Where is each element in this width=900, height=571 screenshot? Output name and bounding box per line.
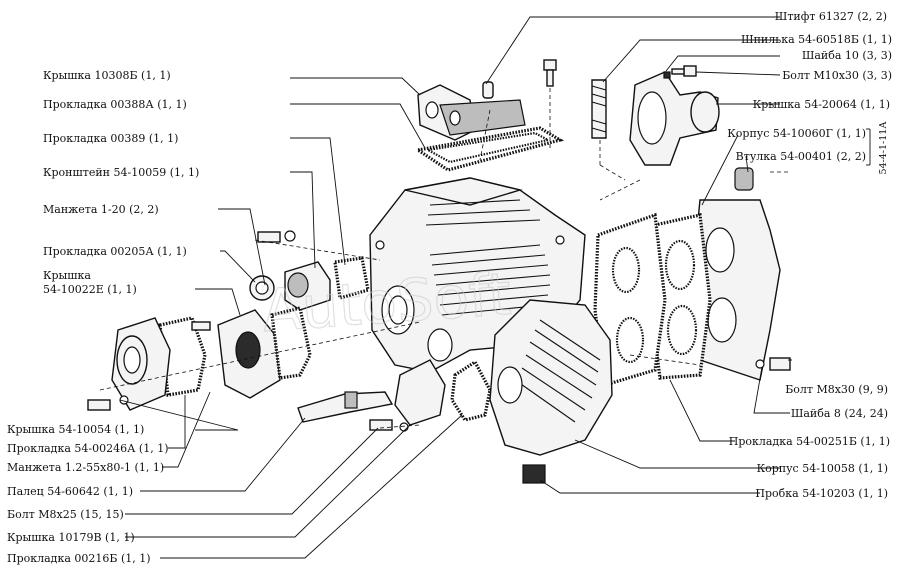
label-kryshka-10308b: Крышка 10308Б (1, 1) xyxy=(43,69,171,82)
leader-lines xyxy=(119,16,871,559)
label-vtulka: Втулка 54-00401 (2, 2) xyxy=(736,150,866,163)
drive-pin xyxy=(297,391,394,423)
label-prokladka-00216b: Прокладка 00216Б (1, 1) xyxy=(7,552,151,565)
label-prokladka-00246a: Прокладка 54-00246А (1, 1) xyxy=(7,442,169,455)
right-housing xyxy=(689,167,781,381)
label-kryshka-10022e-line1: Крышка xyxy=(43,269,91,282)
label-manzheta-1-20: Манжета 1-20 (2, 2) xyxy=(43,203,159,216)
label-bolt-m8x30: Болт М8х30 (9, 9) xyxy=(785,383,888,396)
label-shpilka: Шпилька 54-60518Б (1, 1) xyxy=(741,33,892,46)
top-cover xyxy=(417,84,526,141)
label-manzheta-1-2: Манжета 1.2-55х80-1 (1, 1) xyxy=(7,461,164,474)
label-bolt-m8x25: Болт М8х25 (15, 15) xyxy=(7,508,124,521)
label-kryshka-10022e-line2: 54-10022Е (1, 1) xyxy=(43,283,137,296)
label-korpus-10058: Корпус 54-10058 (1, 1) xyxy=(757,462,888,475)
top-gasket xyxy=(413,126,565,172)
left-assembly xyxy=(87,230,370,411)
label-korpus-10060g: Корпус 54-10060Г (1, 1) xyxy=(727,127,866,140)
label-shaiba10: Шайба 10 (3, 3) xyxy=(802,49,892,62)
right-top-cover xyxy=(629,71,720,166)
label-probka: Пробка 54-10203 (1, 1) xyxy=(755,487,888,500)
label-bolt-m10: Болт М10х30 (3, 3) xyxy=(782,69,892,82)
parts-drawing: AutoSoft xyxy=(87,59,791,484)
label-prokladka-00251b: Прокладка 54-00251Б (1, 1) xyxy=(729,435,890,448)
assembly-axes xyxy=(99,88,790,429)
right-gaskets xyxy=(593,212,712,388)
right-bolt xyxy=(755,357,791,371)
label-prokladka-00389: Прокладка 00389 (1, 1) xyxy=(43,132,178,145)
group-mark: 54-4-1-11А xyxy=(878,121,889,175)
label-kryshka-20064: Крышка 54-20064 (1, 1) xyxy=(753,98,890,111)
label-kryshka-10054: Крышка 54-10054 (1, 1) xyxy=(7,423,144,436)
label-shtift: Штифт 61327 (2, 2) xyxy=(775,10,887,23)
lower-housing xyxy=(489,299,613,484)
lower-left-cover xyxy=(369,359,492,432)
label-kronshtein: Кронштейн 54-10059 (1, 1) xyxy=(43,166,199,179)
stud-and-pin xyxy=(482,59,697,139)
label-prokladka-00205a: Прокладка 00205А (1, 1) xyxy=(43,245,187,258)
label-prokladka-00388a: Прокладка 00388А (1, 1) xyxy=(43,98,187,111)
label-shaiba8: Шайба 8 (24, 24) xyxy=(791,407,888,420)
label-kryshka-10179v: Крышка 10179В (1, 1) xyxy=(7,531,135,544)
label-palec: Палец 54-60642 (1, 1) xyxy=(7,485,133,498)
callout-labels: Штифт 61327 (2, 2) Шпилька 54-60518Б (1,… xyxy=(7,10,892,565)
